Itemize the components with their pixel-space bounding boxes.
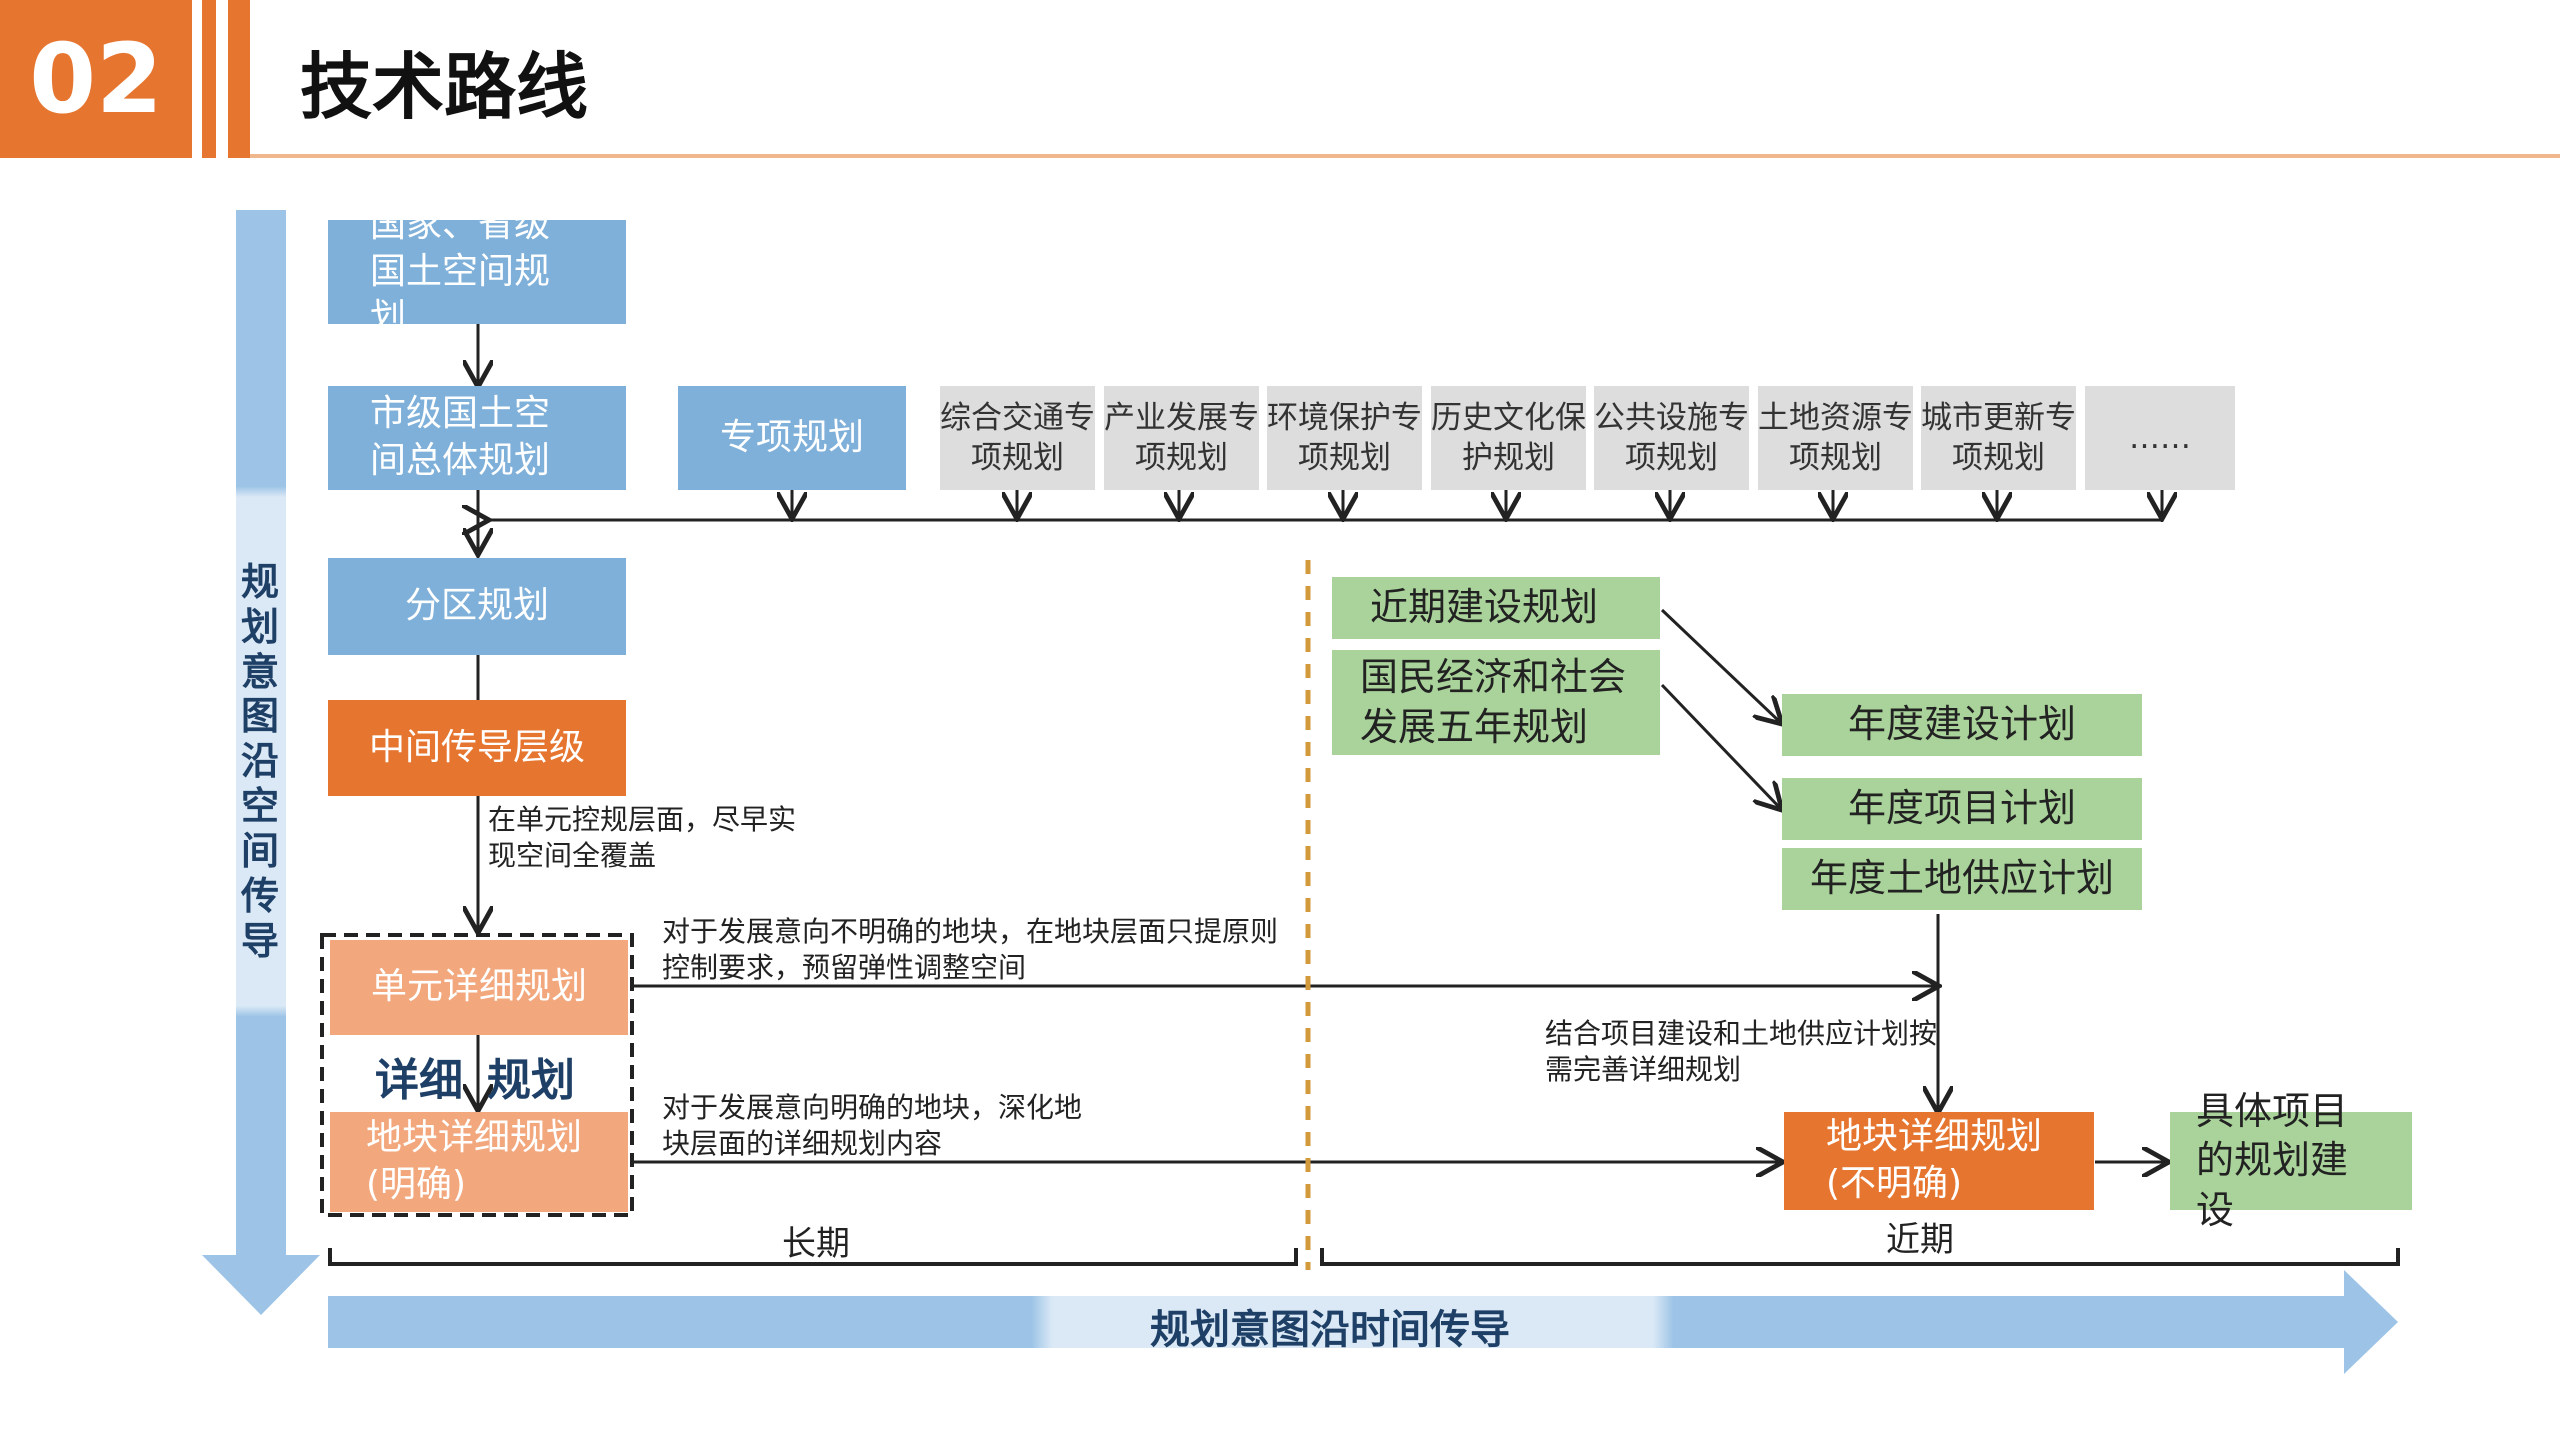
detail-plan-label-a: 详细 — [375, 1055, 463, 1106]
special-plan-label: 专项规划 — [719, 416, 864, 458]
annual-land-supply-box: 年度土地供应计划 — [1782, 848, 2142, 910]
specific-project-label: 具体项目的规划建设 — [2196, 1088, 2349, 1232]
special-item-industry: 产业发展专项规划 — [1104, 386, 1259, 490]
district-plan-box: 分区规划 — [328, 558, 626, 655]
special-item-label: 综合交通专项规划 — [940, 399, 1095, 476]
special-item-environment: 环境保护专项规划 — [1267, 386, 1422, 490]
national-plan-label: 国家、省级国土空间规划 — [370, 203, 551, 339]
special-item-label: 产业发展专项规划 — [1104, 399, 1259, 476]
five-year-plan-label: 国民经济和社会发展五年规划 — [1360, 655, 1627, 749]
special-item-label: 环境保护专项规划 — [1267, 399, 1422, 476]
coverage-note: 在单元控规层面，尽早实现空间全覆盖 — [488, 803, 797, 873]
section-number-badge: 02 — [0, 0, 192, 158]
combine-note: 结合项目建设和土地供应计划按需完善详细规划 — [1545, 1017, 1938, 1087]
annual-project-label: 年度项目计划 — [1847, 786, 2076, 831]
special-item-more: …… — [2085, 386, 2235, 490]
unit-detail-plan-box: 单元详细规划 — [330, 940, 628, 1035]
unit-detail-plan-label: 单元详细规划 — [370, 966, 587, 1008]
clear-plot-note: 对于发展意向明确的地块，深化地块层面的详细规划内容 — [662, 1091, 1083, 1161]
five-year-plan-box: 国民经济和社会发展五年规划 — [1332, 650, 1660, 755]
header-stripe — [228, 0, 250, 158]
specific-project-box: 具体项目的规划建设 — [2170, 1089, 2412, 1232]
near-term-construction-box: 近期建设规划 — [1332, 577, 1660, 639]
plot-detail-unclear-box: 地块详细规划(不明确) — [1784, 1112, 2094, 1210]
annual-land-supply-label: 年度土地供应计划 — [1809, 856, 2114, 901]
unclear-plot-note: 对于发展意向不明确的地块，在地块层面只提原则控制要求，预留弹性调整空间 — [662, 915, 1279, 985]
long-term-label: 长期 — [782, 1224, 850, 1264]
special-item-label: 土地资源专项规划 — [1758, 399, 1913, 476]
horizontal-axis-label: 规划意图沿时间传导 — [1150, 1307, 1510, 1353]
district-plan-label: 分区规划 — [404, 585, 549, 627]
annual-construction-label: 年度建设计划 — [1847, 702, 2076, 747]
special-item-label: …… — [2129, 419, 2191, 456]
near-term-construction-label: 近期建设规划 — [1370, 585, 1599, 630]
municipal-plan-label: 市级国土空间总体规划 — [370, 393, 551, 481]
plot-detail-clear-label: 地块详细规划(明确) — [366, 1117, 583, 1205]
header-divider — [250, 154, 2560, 158]
detail-plan-label-b: 规划 — [487, 1055, 575, 1106]
short-term-label: 近期 — [1886, 1220, 1954, 1260]
special-item-label: 城市更新专项规划 — [1921, 399, 2076, 476]
header-stripe — [202, 0, 216, 158]
special-plan-box: 专项规划 — [678, 386, 906, 490]
annual-construction-box: 年度建设计划 — [1782, 694, 2142, 756]
special-item-label: 公共设施专项规划 — [1594, 399, 1749, 476]
plot-detail-clear-box: 地块详细规划(明确) — [330, 1112, 628, 1212]
special-item-urban-renewal: 城市更新专项规划 — [1921, 386, 2076, 490]
horizontal-axis-arrow — [328, 1270, 2398, 1374]
vertical-axis-arrow — [202, 210, 320, 1315]
special-item-heritage: 历史文化保护规划 — [1431, 386, 1586, 490]
municipal-plan-box: 市级国土空间总体规划 — [328, 386, 626, 490]
national-plan-box: 国家、省级国土空间规划 — [328, 204, 626, 338]
vertical-axis-label: 规划意图沿空间传导 — [240, 560, 279, 963]
special-item-public-facility: 公共设施专项规划 — [1594, 386, 1749, 490]
page-title: 技术路线 — [300, 45, 589, 129]
annual-project-box: 年度项目计划 — [1782, 778, 2142, 840]
plot-detail-unclear-label: 地块详细规划(不明确) — [1826, 1116, 2043, 1204]
special-item-land-resource: 土地资源专项规划 — [1758, 386, 1913, 490]
special-item-label: 历史文化保护规划 — [1431, 399, 1586, 476]
special-item-transport: 综合交通专项规划 — [940, 386, 1095, 490]
intermediate-level-box: 中间传导层级 — [328, 700, 626, 796]
intermediate-level-label: 中间传导层级 — [368, 726, 585, 768]
